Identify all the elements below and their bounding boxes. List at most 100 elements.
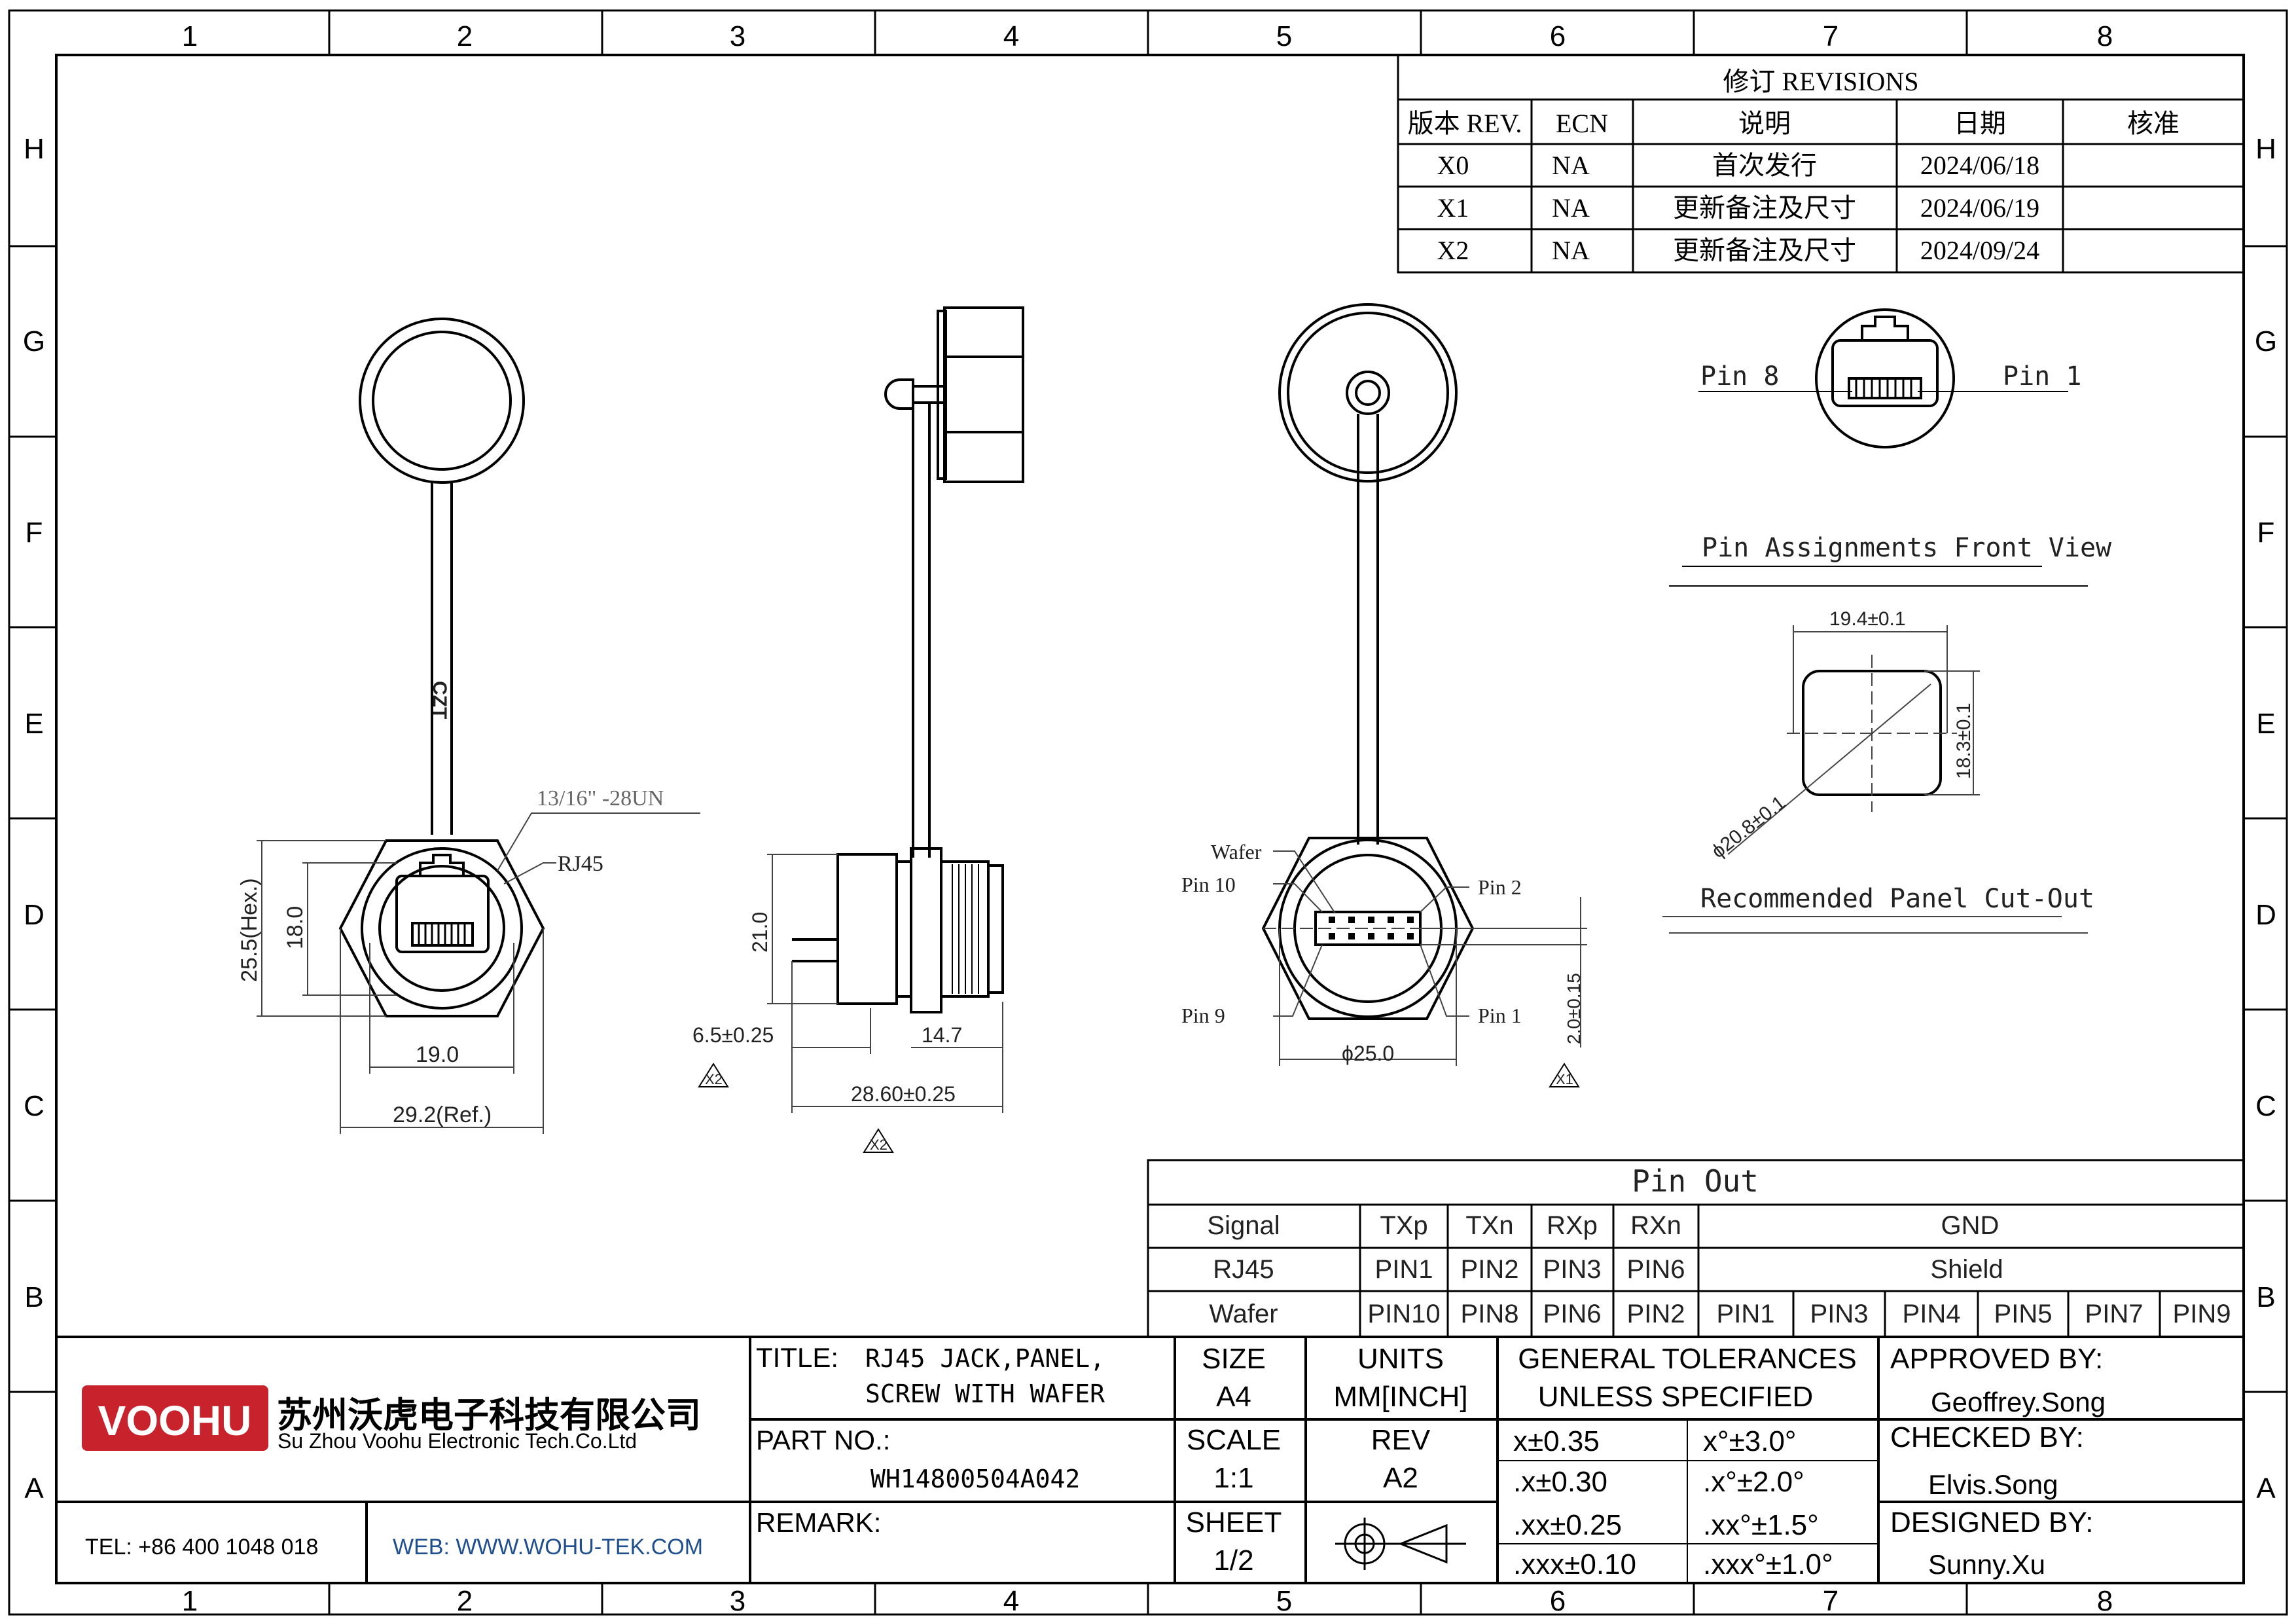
- col-label: 6: [1550, 1585, 1566, 1617]
- rev-mark: X1: [1556, 1071, 1573, 1087]
- rev-cell: 2024/06/18: [1920, 151, 2039, 180]
- pinout-row-label: Wafer: [1209, 1300, 1278, 1328]
- row-label: H: [24, 133, 45, 165]
- size-value: A4: [1216, 1381, 1251, 1413]
- part-no-label: PART NO.:: [756, 1425, 890, 1455]
- rev-cell: X0: [1437, 151, 1469, 180]
- wafer-label: Wafer: [1211, 840, 1262, 864]
- rev-header: 版本 REV.: [1408, 109, 1522, 138]
- rear-dimensions: [1263, 850, 1587, 1087]
- logo-badge: [82, 1385, 268, 1451]
- pinout-gnd: GND: [1941, 1211, 2000, 1240]
- pinout-rj45: PIN1: [1375, 1255, 1433, 1284]
- pinout-wafer: PIN4: [1903, 1300, 1961, 1328]
- col-label: 7: [1823, 1585, 1839, 1617]
- designed-label: DESIGNED BY:: [1890, 1506, 2094, 1539]
- pin-front-view: [1669, 308, 2088, 587]
- col-label: 1: [182, 20, 198, 52]
- tolerance-angular: .x°±2.0°: [1703, 1466, 1804, 1498]
- pinout-rj45: PIN3: [1543, 1255, 1602, 1284]
- cutout-height-dimension: 18.3±0.1: [1953, 702, 1975, 779]
- tolerance-subtitle: UNLESS SPECIFIED: [1538, 1381, 1814, 1413]
- pin1-label: Pin 1: [1478, 1004, 1522, 1027]
- pinout-wafer: PIN5: [1994, 1300, 2053, 1328]
- pinout-rj45: PIN6: [1627, 1255, 1685, 1284]
- checked-label: CHECKED BY:: [1890, 1421, 2084, 1453]
- row-label: B: [24, 1281, 43, 1313]
- rj45-label: RJ45: [558, 852, 603, 876]
- title-block: VOOHU 苏州沃虎电子科技有限公司 Su Zhou Voohu Electro…: [56, 1336, 2244, 1583]
- row-label: A: [2256, 1472, 2276, 1504]
- rev-label: REV: [1371, 1424, 1431, 1456]
- col-label: 2: [457, 20, 473, 52]
- row-label: C: [24, 1090, 45, 1122]
- col-label: 8: [2097, 20, 2113, 52]
- sheet-value: 1/2: [1213, 1544, 1253, 1577]
- side-labels: 21.0 6.5±0.25 14.7 28.60±0.25 X2 X2: [692, 912, 962, 1153]
- thread-spec-label: 13/16" -28UN: [537, 786, 664, 811]
- pinout-rj45: PIN2: [1461, 1255, 1519, 1284]
- pinout-row-label: Signal: [1207, 1211, 1280, 1240]
- telephone: TEL: +86 400 1048 018: [85, 1535, 318, 1559]
- row-label: G: [23, 325, 45, 357]
- pinout-title: Pin Out: [1632, 1163, 1759, 1199]
- tolerance-angular: .xx°±1.5°: [1703, 1509, 1819, 1541]
- rev-header: 日期: [1954, 109, 2006, 138]
- third-angle-projection-icon: [1335, 1518, 1466, 1570]
- row-label: G: [2255, 325, 2277, 357]
- side-height-dimension: 21.0: [748, 912, 772, 953]
- front-labels: 13/16" -28UN RJ45 25.5(Hex.) 18.0 19.0 2…: [237, 681, 664, 1127]
- row-label: D: [24, 899, 45, 931]
- side-dimensions: [698, 854, 1003, 1153]
- pinout-wafer: PIN8: [1461, 1300, 1519, 1328]
- pinout-signal: RXp: [1547, 1211, 1598, 1240]
- rev-cell: 更新备注及尺寸: [1673, 236, 1856, 265]
- tolerance-linear: x±0.35: [1513, 1425, 1600, 1457]
- col-label: 7: [1823, 20, 1839, 52]
- rev-cell: NA: [1552, 236, 1590, 265]
- pinout-wafer: PIN3: [1810, 1300, 1869, 1328]
- pinout-row-label: RJ45: [1213, 1255, 1274, 1284]
- cutout-labels: 19.4±0.1 18.3±0.1 ϕ20.8±0.1 Recommended …: [1700, 608, 2094, 914]
- pin1-label: Pin 1: [2003, 361, 2081, 392]
- height-dimension: 18.0: [283, 906, 308, 949]
- offset-dimension: 2.0±0.15: [1564, 973, 1584, 1044]
- pinout-wafer: PIN2: [1627, 1300, 1685, 1328]
- remark-label: REMARK:: [756, 1507, 881, 1538]
- flange-dimension: 6.5±0.25: [692, 1023, 774, 1047]
- pinout-shield: Shield: [1930, 1255, 2003, 1284]
- col-label: 4: [1003, 1585, 1019, 1617]
- approved-by: Geoffrey.Song: [1931, 1387, 2106, 1417]
- designed-by: Sunny.Xu: [1928, 1549, 2045, 1580]
- tolerance-linear: .xxx±0.10: [1513, 1548, 1636, 1580]
- rev-cell: NA: [1552, 151, 1590, 180]
- cutout-width-dimension: 19.4±0.1: [1829, 608, 1906, 630]
- ref-dimension: 29.2(Ref.): [393, 1103, 492, 1127]
- revisions-title: 修订 REVISIONS: [1723, 67, 1919, 96]
- zone-labels: 1 2 3 4 5 6 7 8 1 2 3 4 5 6 7 8 H G F E …: [23, 20, 2277, 1617]
- col-label: 5: [1276, 20, 1292, 52]
- row-label: C: [2255, 1090, 2276, 1122]
- side-view: [792, 306, 1024, 1013]
- col-label: 1: [182, 1585, 198, 1617]
- logo-text: VOOHU: [98, 1397, 252, 1444]
- units-value: MM[INCH]: [1333, 1381, 1467, 1413]
- rev-cell: X2: [1437, 236, 1469, 265]
- front-view: [338, 318, 545, 1017]
- pin8-label: Pin 8: [1700, 361, 1779, 392]
- rev-cell: 首次发行: [1712, 151, 1817, 180]
- row-label: F: [26, 517, 43, 549]
- pinout-table: Pin Out Signal RJ45 Wafer TXp TXn RXp RX…: [1147, 1159, 2245, 1338]
- col-label: 3: [730, 1585, 745, 1617]
- rev-value: A2: [1383, 1462, 1418, 1494]
- pinout-signal: RXn: [1630, 1211, 1681, 1240]
- scale-value: 1:1: [1213, 1462, 1253, 1494]
- sheet-label: SHEET: [1186, 1506, 1282, 1539]
- website: WEB: WWW.WOHU-TEK.COM: [393, 1535, 703, 1559]
- pinout-signal: TXn: [1465, 1211, 1513, 1240]
- row-label: D: [2255, 899, 2276, 931]
- tolerance-linear: .xx±0.25: [1513, 1509, 1622, 1541]
- pinout-wafer: PIN7: [2085, 1300, 2144, 1328]
- col-label: 5: [1276, 1585, 1292, 1617]
- row-label: A: [24, 1472, 44, 1504]
